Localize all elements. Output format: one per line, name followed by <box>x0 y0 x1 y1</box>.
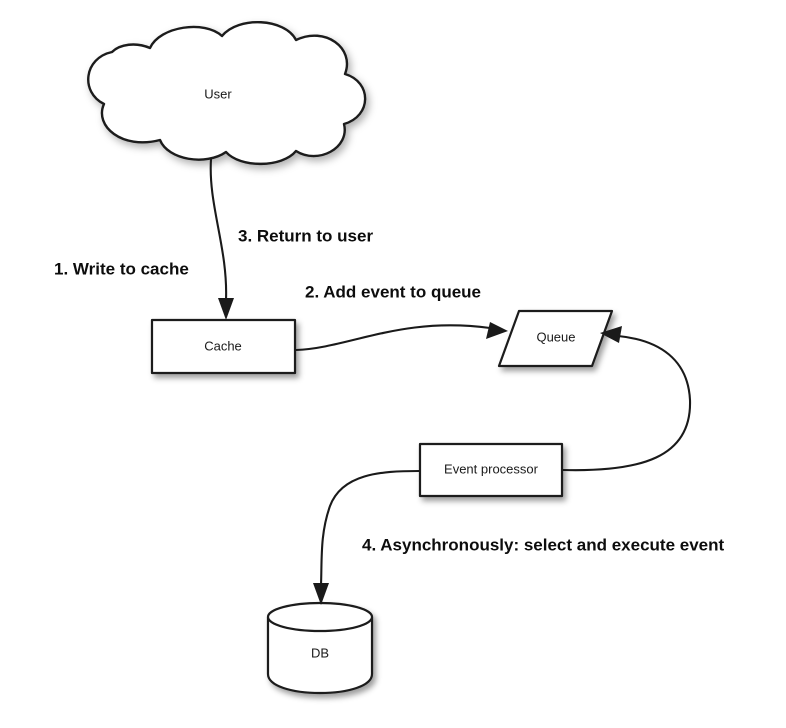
node-cache-label: Cache <box>204 338 242 353</box>
step-label-3: 3. Return to user <box>238 226 373 245</box>
step-label-4: 4. Asynchronously: select and execute ev… <box>362 535 725 554</box>
edge-processor-to-queue <box>561 326 692 472</box>
node-cache[interactable]: Cache <box>150 318 297 375</box>
edge-processor-to-queue-path <box>561 334 692 472</box>
edge-cache-to-queue-path <box>294 324 492 352</box>
node-event-processor-label: Event processor <box>444 461 539 476</box>
edge-cache-to-queue-arrowhead <box>486 322 508 339</box>
node-db-label: DB <box>311 645 329 660</box>
node-user[interactable]: User <box>87 21 367 166</box>
edge-user-to-cache <box>209 157 234 320</box>
event-processor-rect-shape <box>418 442 564 498</box>
db-cylinder-body <box>266 615 374 695</box>
queue-parallelogram-shape <box>497 309 614 368</box>
edge-processor-to-db <box>313 469 421 605</box>
cache-rect-shape <box>150 318 297 375</box>
node-queue[interactable]: Queue <box>497 309 614 368</box>
node-queue-label: Queue <box>536 329 575 344</box>
edge-user-to-cache-path <box>209 157 228 302</box>
node-db[interactable]: DB <box>266 601 374 695</box>
edge-user-to-cache-arrowhead <box>218 298 234 320</box>
edge-processor-to-queue-arrowhead <box>600 326 622 343</box>
step-label-1: 1. Write to cache <box>54 259 189 278</box>
edge-cache-to-queue <box>294 322 508 352</box>
db-cylinder-top <box>266 601 374 633</box>
step-label-2: 2. Add event to queue <box>305 282 481 301</box>
user-cloud-shape <box>87 21 367 166</box>
node-event-processor[interactable]: Event processor <box>418 442 564 498</box>
edge-processor-to-db-arrowhead <box>313 583 329 605</box>
node-user-label: User <box>204 86 232 101</box>
edge-processor-to-db-path <box>319 469 421 587</box>
